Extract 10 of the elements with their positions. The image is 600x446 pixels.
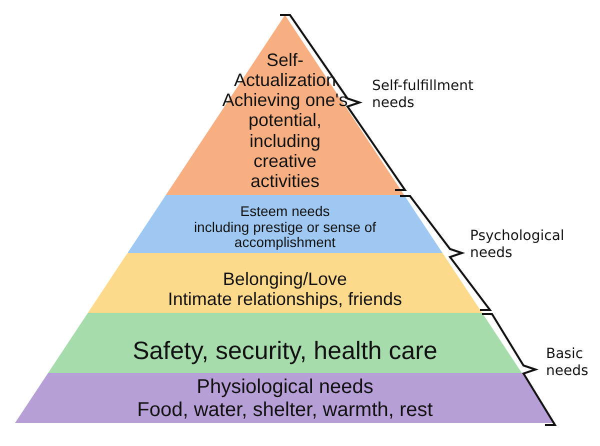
bracket-label: Psychological needs bbox=[470, 228, 566, 262]
tier-description: Food, water, shelter, warmth, rest bbox=[137, 398, 433, 421]
tier-heading: Esteem needs bbox=[240, 204, 330, 220]
bracket-label: Self-fulfillment needs bbox=[372, 78, 475, 112]
bracket-label: Basic needs bbox=[546, 346, 590, 380]
tier-heading: Physiological needs bbox=[196, 376, 374, 399]
tier-description: including prestige or sense of accomplishment bbox=[192, 220, 378, 251]
tier-heading: Safety, security, health care bbox=[132, 337, 438, 365]
tier-heading: Belonging/Love bbox=[222, 268, 348, 289]
tier-description: Intimate relationships, friends bbox=[168, 288, 402, 309]
